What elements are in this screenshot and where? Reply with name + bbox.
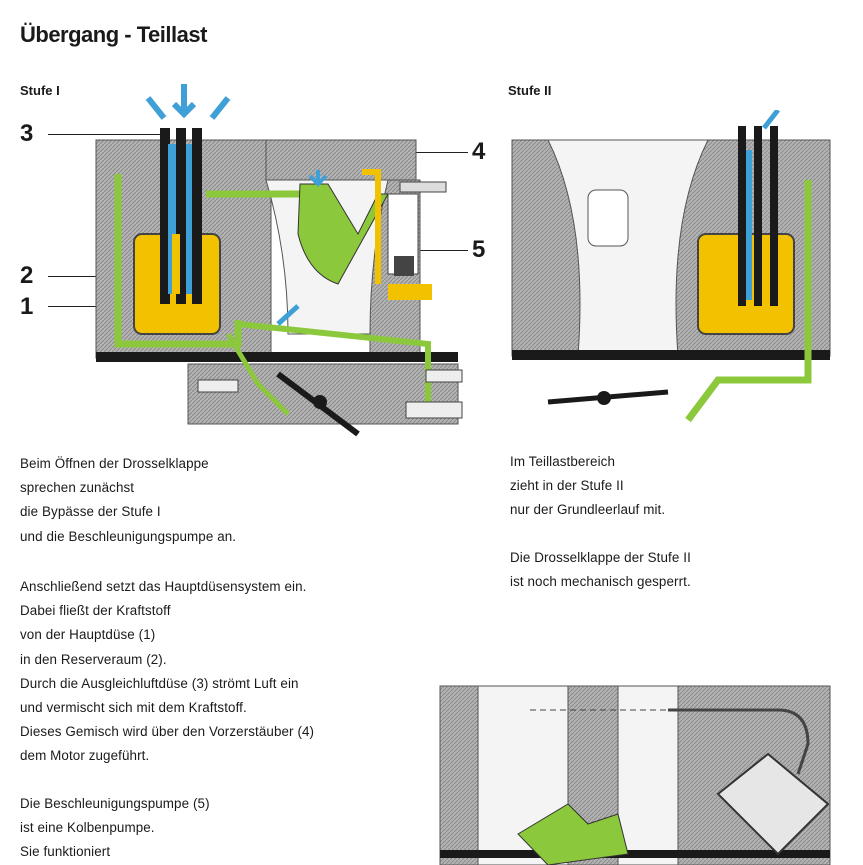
text-line: Sie funktioniert bbox=[20, 844, 111, 860]
text-line: ist eine Kolbenpumpe. bbox=[20, 820, 155, 836]
stage-1-carburetor-diagram bbox=[95, 84, 463, 437]
left-paragraph-2: Anschließend setzt das Hauptdüsensystem … bbox=[20, 575, 314, 769]
callout-3: 3 bbox=[20, 120, 34, 147]
right-paragraph-1: Im Teillastbereich zieht in der Stufe II… bbox=[510, 450, 665, 523]
callout-4: 4 bbox=[472, 138, 486, 165]
text-line: in den Reserveraum (2). bbox=[20, 651, 167, 667]
text-line: ist noch mechanisch gesperrt. bbox=[510, 574, 691, 590]
text-line: und vermischt sich mit dem Kraftstoff. bbox=[20, 700, 247, 716]
text-line: Dabei fließt der Kraftstoff bbox=[20, 603, 171, 619]
left-paragraph-1: Beim Öffnen der Drosselklappe sprechen z… bbox=[20, 452, 236, 549]
text-line: zieht in der Stufe II bbox=[510, 478, 624, 494]
text-line: sprechen zunächst bbox=[20, 480, 135, 496]
right-paragraph-2: Die Drosselklappe der Stufe II ist noch … bbox=[510, 546, 691, 594]
page-title: Übergang - Teillast bbox=[20, 22, 207, 47]
left-paragraph-3: Die Beschleunigungspumpe (5) ist eine Ko… bbox=[20, 792, 210, 865]
text-line: Beim Öffnen der Drosselklappe bbox=[20, 456, 209, 471]
stage-1-label: Stufe I bbox=[20, 83, 60, 98]
text-line: von der Hauptdüse (1) bbox=[20, 627, 156, 643]
callout-2: 2 bbox=[20, 262, 34, 289]
text-line: Die Drosselklappe der Stufe II bbox=[510, 550, 691, 565]
text-line: Anschließend setzt das Hauptdüsensystem … bbox=[20, 579, 307, 594]
throttle-linkage-diagram bbox=[439, 685, 831, 865]
text-line: nur der Grundleerlauf mit. bbox=[510, 502, 666, 518]
stage-2-label: Stufe II bbox=[508, 83, 552, 98]
text-line: und die Beschleunigungspumpe an. bbox=[20, 528, 237, 544]
stage-2-carburetor-diagram bbox=[511, 110, 831, 423]
text-line: Die Beschleunigungspumpe (5) bbox=[20, 796, 210, 811]
callout-1: 1 bbox=[20, 293, 34, 320]
text-line: dem Motor zugeführt. bbox=[20, 748, 150, 764]
text-line: die Bypässe der Stufe I bbox=[20, 504, 161, 520]
text-line: Im Teillastbereich bbox=[510, 454, 616, 469]
text-line: Durch die Ausgleichluftdüse (3) strömt L… bbox=[20, 675, 299, 691]
callout-3-leader bbox=[48, 134, 166, 135]
callout-5-leader bbox=[420, 250, 468, 251]
callout-5: 5 bbox=[472, 236, 486, 263]
text-line: Dieses Gemisch wird über den Vorzerstäub… bbox=[20, 724, 315, 740]
